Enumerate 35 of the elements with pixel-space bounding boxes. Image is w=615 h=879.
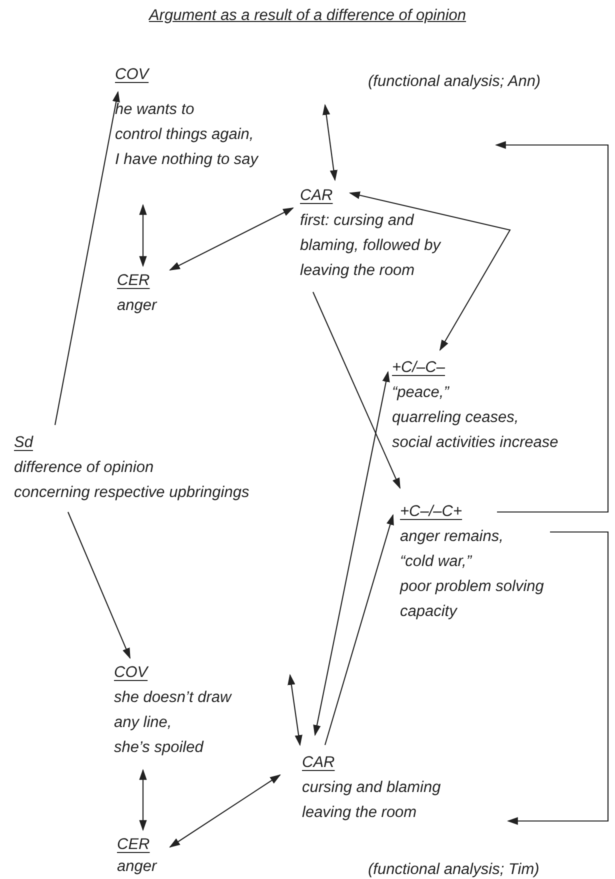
diagram-title: Argument as a result of a difference of opinion — [147, 6, 468, 26]
node-heading: CAR — [300, 186, 334, 206]
arrow — [139, 204, 147, 268]
arrow — [322, 104, 338, 182]
arrow — [54, 90, 120, 426]
node-text: she doesn’t draw any line, she’s spoiled — [114, 688, 233, 758]
node-heading: CER — [117, 835, 151, 855]
node-heading: CAR — [302, 753, 336, 773]
arrow — [506, 531, 609, 825]
node-heading: CER — [117, 271, 151, 291]
arrow — [313, 370, 390, 736]
node-text: “peace,” quarreling ceases, social activities increase — [392, 383, 560, 453]
arrow — [494, 141, 609, 513]
arrow — [288, 674, 302, 746]
arrow — [139, 768, 147, 832]
node-heading: Sd — [14, 433, 34, 453]
node-text: anger — [117, 857, 158, 877]
node-text: cursing and blaming leaving the room — [302, 778, 442, 823]
arrow — [312, 292, 400, 489]
analysis-note: (functional analysis; Tim) — [368, 860, 540, 879]
arrow — [169, 774, 281, 848]
arrow — [169, 208, 294, 270]
node-heading: COV — [115, 65, 150, 85]
arrow — [348, 191, 511, 351]
node-text: anger remains, “cold war,” poor problem solving capacity — [400, 527, 545, 622]
arrow — [68, 512, 130, 659]
node-heading: COV — [114, 663, 150, 683]
arrow — [324, 514, 394, 746]
node-heading: +C/–C– — [392, 358, 446, 378]
node-text: first: cursing and blaming, followed by leaving the room — [300, 211, 442, 281]
node-text: difference of opinion concerning respective upbringings — [14, 458, 250, 503]
analysis-note: (functional analysis; Ann) — [368, 72, 541, 92]
node-text: he wants to control things again, I have nothing to say — [115, 100, 260, 170]
node-heading: +C–/–C+ — [400, 502, 464, 522]
node-text: anger — [117, 296, 158, 316]
